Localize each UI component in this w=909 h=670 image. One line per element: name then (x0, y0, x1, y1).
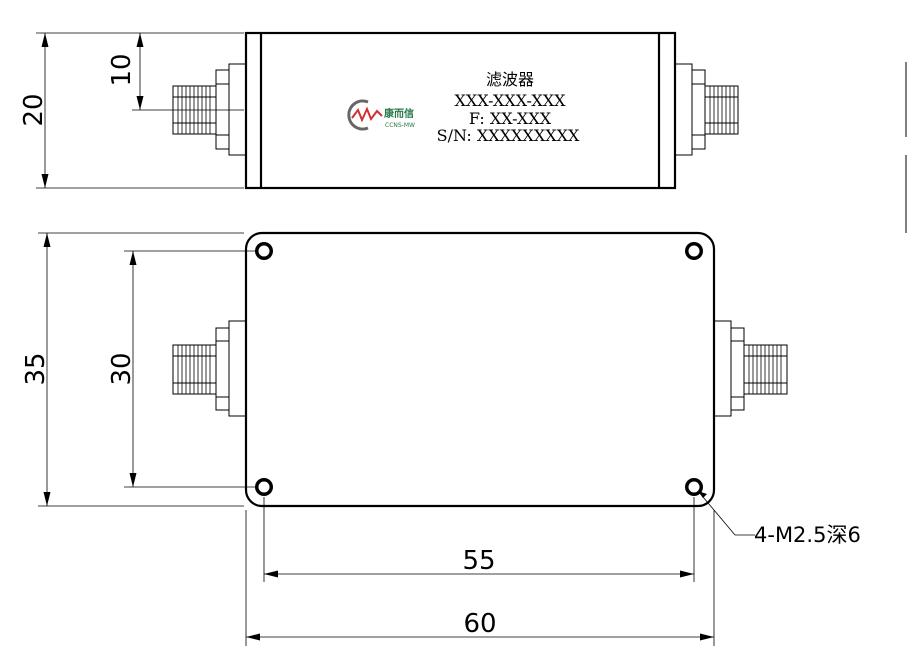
dim-hole-spacing-v: 30 (107, 250, 256, 488)
logo-brand-en: CCNS-MW (385, 122, 415, 129)
label-serial: S/N: XXXXXXXXX (437, 126, 580, 145)
dim-height-total: 20 (19, 32, 244, 189)
label-name: 滤波器 (486, 70, 534, 89)
front-view: 康而信 CCNS-MW 滤波器 XXX-XXX-XXX F: XX-XXX S/… (19, 31, 907, 233)
front-body (244, 31, 677, 190)
top-connector-left (172, 320, 247, 417)
logo-c-icon (347, 99, 369, 131)
dim-depth-total: 35 (21, 232, 244, 507)
dim-hole-spacing-h-text: 55 (462, 546, 495, 576)
dim-width-total-text: 60 (463, 609, 496, 639)
top-body (244, 231, 716, 508)
dim-hole-spacing-v-text: 30 (107, 352, 137, 385)
mounting-hole-tr (685, 242, 703, 260)
top-connector-right (713, 320, 788, 417)
front-connector-left (172, 63, 247, 156)
mounting-hole-tl (255, 242, 273, 260)
dim-width-total: 60 (245, 510, 715, 646)
logo-wave-icon (351, 106, 383, 123)
brand-logo: 康而信 CCNS-MW (347, 99, 415, 131)
hole-callout: 4-M2.5深6 (697, 490, 861, 547)
dim-hole-spacing-h: 55 (263, 497, 695, 582)
top-view: 35 30 55 60 (21, 231, 861, 646)
logo-brand-cn: 康而信 (384, 107, 414, 120)
hole-callout-text: 4-M2.5深6 (754, 523, 861, 547)
dim-height-total-text: 20 (19, 93, 49, 126)
mounting-hole-bl (255, 478, 273, 496)
label-freq: F: XX-XXX (469, 109, 552, 128)
dim-connector-offset-text: 10 (107, 53, 137, 86)
dim-depth-total-text: 35 (21, 352, 51, 385)
dim-connector-offset: 10 (107, 33, 244, 111)
front-connector-right (674, 63, 739, 156)
label-model: XXX-XXX-XXX (454, 91, 566, 110)
